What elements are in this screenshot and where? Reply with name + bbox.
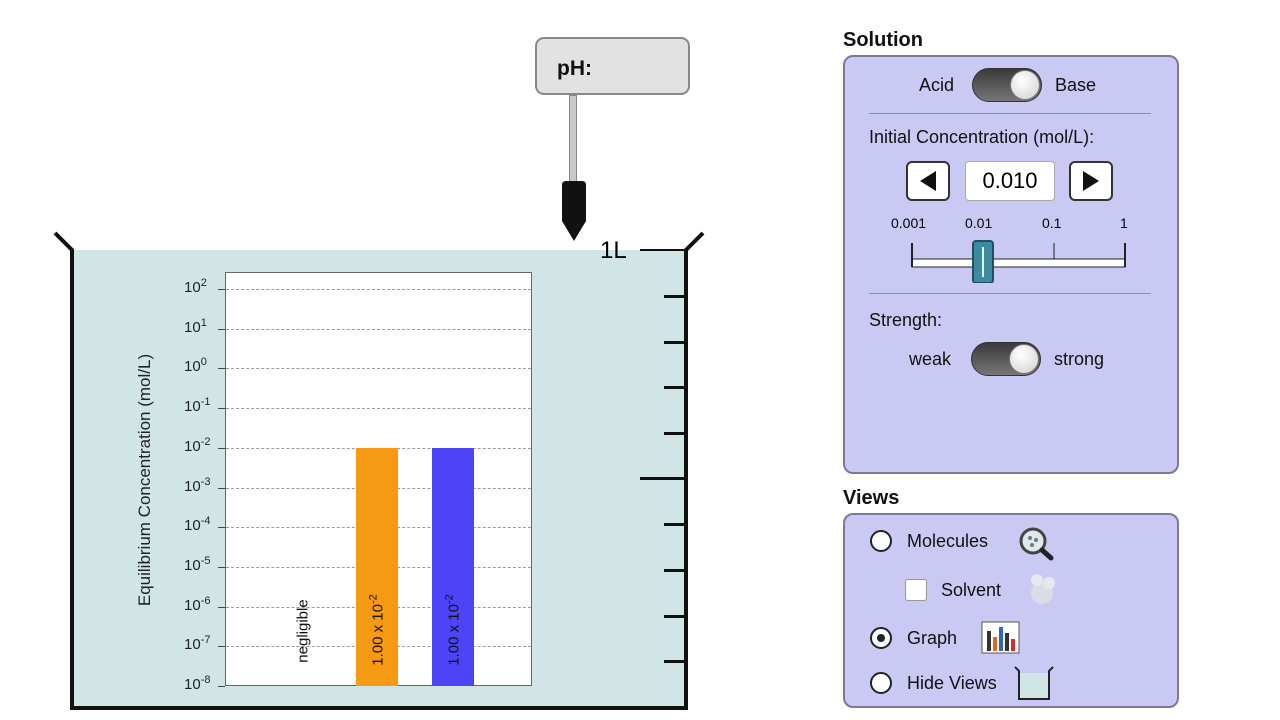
chart-y-tick (218, 646, 225, 648)
divider (869, 293, 1151, 294)
beaker-tick (664, 432, 686, 435)
solution-panel: Acid Base Initial Concentration (mol/L):… (843, 55, 1179, 474)
right-arrow-icon (1083, 171, 1099, 191)
beaker-tick (664, 523, 686, 526)
strong-label: strong (1054, 349, 1105, 369)
ph-probe-tip[interactable] (560, 181, 588, 243)
chart-bar-label: negligible (294, 599, 312, 663)
chart-y-tick-label: 102 (184, 277, 207, 296)
chart-y-tick-label: 10-3 (184, 475, 211, 495)
increase-concentration-button[interactable] (1069, 161, 1113, 201)
strength-label: Strength: (869, 310, 943, 330)
views-section-title: Views (843, 487, 900, 509)
chart-y-tick (218, 447, 225, 449)
chart-y-tick-label: 101 (184, 316, 207, 336)
views-panel: Molecules Solvent Graph Hide Views (843, 513, 1179, 708)
chart-gridline (226, 408, 531, 410)
chart-y-tick-label: 10-1 (184, 396, 211, 416)
beaker-icon (1014, 666, 1054, 700)
chart-y-tick (218, 368, 225, 370)
magnifier-icon (1019, 527, 1054, 561)
chart-y-tick-label: 10-6 (184, 594, 211, 614)
chart-y-tick (218, 408, 225, 410)
chart-y-tick-label: 10-7 (184, 634, 211, 654)
beaker-tick (664, 386, 686, 389)
concentration-value-field[interactable]: 0.010 (965, 161, 1055, 201)
slider-tick-01: 0.1 (1042, 215, 1062, 231)
chart-gridline (226, 368, 531, 370)
graph-radio[interactable] (870, 627, 892, 649)
ph-label: pH: (557, 57, 592, 80)
graph-label[interactable]: Graph (907, 628, 958, 648)
left-arrow-icon (920, 171, 936, 191)
molecules-radio[interactable] (870, 530, 892, 552)
beaker-tick (664, 569, 686, 572)
chart-y-tick-label: 10-8 (184, 674, 211, 693)
concentration-slider[interactable] (905, 233, 1135, 283)
water-molecule-icon (1031, 574, 1055, 604)
chart-y-tick (218, 289, 225, 290)
slider-tick-0001: 0.001 (891, 215, 927, 231)
strength-toggle[interactable] (971, 342, 1041, 376)
solution-section-title: Solution (843, 29, 923, 51)
chart-y-tick (218, 527, 225, 529)
beaker-tick (640, 477, 686, 480)
initial-concentration-label: Initial Concentration (mol/L): (869, 127, 1095, 147)
chart-bar-label: 1.00 x 10-2 (367, 594, 387, 666)
chart-y-tick (218, 686, 225, 687)
chart-bar-label: 1.00 x 10-2 (443, 594, 463, 666)
acid-base-toggle[interactable] (972, 68, 1042, 102)
beaker-tick (664, 660, 686, 663)
chart-y-tick-label: 10-2 (184, 435, 211, 455)
chart-y-tick-label: 100 (184, 356, 207, 376)
acid-label: Acid (919, 75, 955, 95)
slider-tick-001: 0.01 (965, 215, 993, 231)
molecules-label[interactable]: Molecules (907, 531, 989, 551)
ph-meter-display[interactable]: pH: (535, 37, 690, 95)
chart-y-tick (218, 606, 225, 608)
chart-gridline (226, 289, 531, 290)
base-label: Base (1055, 75, 1097, 95)
chart-bar (356, 447, 398, 686)
hide-views-label[interactable]: Hide Views (907, 673, 997, 693)
chart-y-tick (218, 328, 225, 330)
beaker-tick (664, 295, 686, 298)
beaker-tick (664, 615, 686, 618)
chart-y-tick (218, 566, 225, 568)
chart-y-axis-title: Equilibrium Concentration (mol/L) (135, 353, 154, 607)
beaker-outline (53, 231, 705, 710)
weak-label: weak (909, 349, 952, 369)
solvent-checkbox[interactable] (905, 579, 927, 601)
beaker-tick (664, 341, 686, 344)
chart-y-tick-label: 10-4 (184, 515, 211, 535)
solvent-label: Solvent (941, 580, 1002, 600)
chart-gridline (226, 328, 531, 330)
slider-tick-1: 1 (1120, 215, 1128, 231)
decrease-concentration-button[interactable] (906, 161, 950, 201)
divider (869, 113, 1151, 114)
beaker-volume-label: 1L (600, 237, 627, 264)
hide-views-radio[interactable] (870, 672, 892, 694)
chart-y-tick-label: 10-5 (184, 554, 211, 574)
bar-graph-icon (981, 621, 1020, 654)
chart-y-tick (218, 487, 225, 489)
chart-bar (432, 447, 474, 686)
